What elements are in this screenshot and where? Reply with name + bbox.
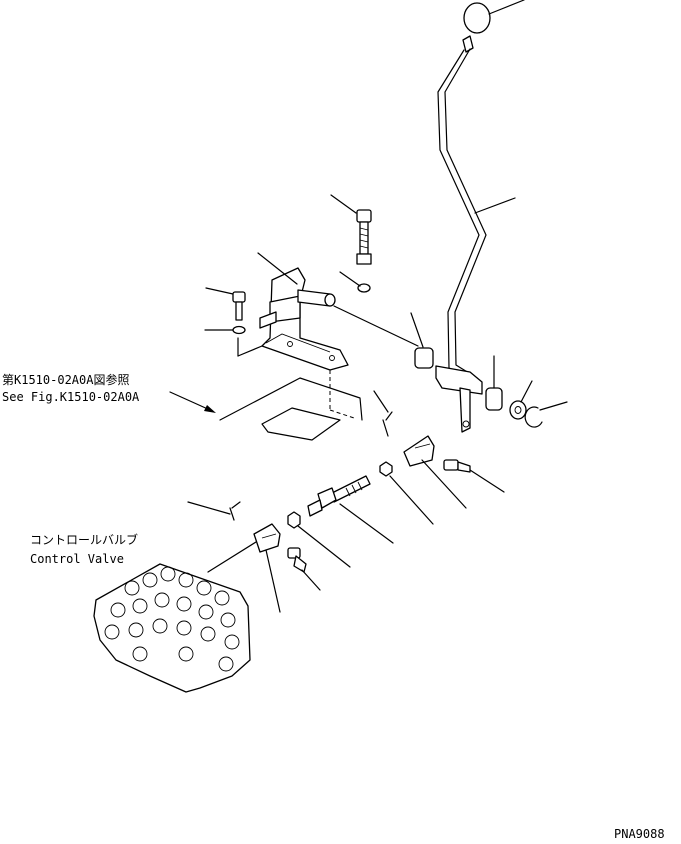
bolt xyxy=(330,194,372,293)
lever-base xyxy=(435,365,483,433)
lever-rod xyxy=(437,35,516,383)
drawing-code: PNA9088 xyxy=(614,827,665,841)
split-pin-upper xyxy=(373,390,393,437)
threaded-rod xyxy=(307,475,394,544)
washer xyxy=(509,380,533,420)
pin-lower xyxy=(287,547,321,591)
bushing-upper xyxy=(410,312,434,369)
ref-label-en: See Fig.K1510-02A0A xyxy=(2,390,140,404)
pin-upper xyxy=(443,459,505,493)
control-valve-label-jp: コントロールバルブ xyxy=(30,532,138,547)
bushing-right xyxy=(485,355,503,411)
small-bolt xyxy=(204,287,246,335)
floor-plate xyxy=(219,377,363,441)
clevis-lower xyxy=(253,523,281,613)
reference-arrow xyxy=(169,391,216,413)
bracket xyxy=(237,252,419,419)
nut-lower xyxy=(287,511,351,568)
control-valve-label-en: Control Valve xyxy=(30,552,124,566)
split-pin-lower xyxy=(187,501,257,573)
ref-label-jp: 第K1510-02A0A図参照 xyxy=(2,372,129,387)
clevis-upper xyxy=(403,435,467,509)
snap-ring xyxy=(524,401,568,428)
lever-knob xyxy=(463,0,525,34)
control-valve xyxy=(93,563,251,693)
nut-rod xyxy=(379,461,434,525)
